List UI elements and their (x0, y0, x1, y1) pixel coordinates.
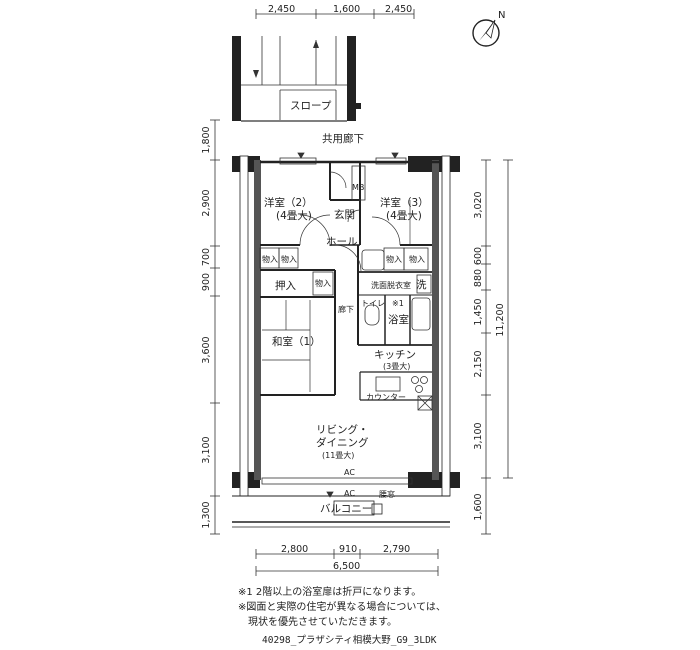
storage-label-3: 物入 (315, 278, 331, 288)
left-dim-3: 700 (201, 248, 212, 266)
bottom-dim-2: 910 (339, 544, 357, 555)
bottom-dimension (255, 549, 439, 576)
right-dim-5: 2,150 (473, 350, 484, 377)
door-swings (299, 171, 401, 272)
top-dim-1: 2,450 (268, 4, 295, 15)
toilet-label: トイレ (361, 299, 385, 308)
mb-label: MB (352, 183, 364, 192)
notes: ※1 2階以上の浴室扉は折戸になります。 ※図面と実際の住宅が異なる場合について… (238, 585, 446, 630)
left-dim-6: 3,100 (201, 436, 212, 463)
bath-label: 浴室 (388, 313, 409, 326)
living-size: (11畳大) (322, 450, 354, 460)
living-label-2: ダイニング (316, 436, 369, 449)
living-label-1: リビング・ (316, 423, 369, 436)
left-dim-4: 900 (201, 273, 212, 291)
storage-label-2: 物入 (281, 254, 297, 264)
kitchen-size: (3畳大) (383, 361, 410, 371)
plan-caption: 40298_プラザシティ相模大野_G9_3LDK (262, 635, 437, 646)
windows (261, 152, 413, 498)
outer-walls (232, 155, 460, 497)
top-dim-3: 2,450 (385, 4, 412, 15)
bottom-dim-total: 6,500 (333, 561, 360, 572)
right-dimension (481, 159, 513, 535)
note-line-3: 現状を優先させていただきます。 (238, 617, 397, 628)
bath-note-mark: ※1 (392, 299, 404, 308)
compass-label: N (498, 10, 505, 21)
left-dim-2: 2,900 (201, 189, 212, 216)
top-dim-2: 1,600 (333, 4, 360, 15)
kitchen-label: キッチン (374, 349, 416, 361)
corridor-label: 廊下 (338, 304, 354, 314)
washer-label: 洗 (416, 279, 427, 291)
note-line-2: ※図面と実際の住宅が異なる場合については、 (238, 602, 446, 613)
slope-label: スロープ (290, 100, 332, 112)
western-room-3-size: (4畳大) (386, 209, 422, 222)
storage-label-1: 物入 (262, 254, 278, 264)
balcony-label: バルコニー (320, 503, 372, 515)
counter-label: カウンター (366, 393, 406, 402)
right-dim-4: 1,450 (473, 298, 484, 325)
oshiire-label: 押入 (275, 279, 296, 292)
right-dim-total: 11,200 (495, 303, 506, 336)
japanese-room-label: 和室（1） (272, 335, 321, 348)
compass-icon (472, 19, 500, 47)
western-room-2-size: (4畳大) (276, 209, 312, 222)
right-dim-1: 3,020 (473, 191, 484, 218)
slope-structure (232, 36, 361, 122)
left-dimension (210, 119, 220, 535)
note-line-1: ※1 2階以上の浴室扉は折戸になります。 (238, 587, 422, 598)
bottom-dim-1: 2,800 (281, 544, 308, 555)
interior-walls (260, 162, 432, 401)
ac-label-1: AC (344, 468, 355, 477)
right-dim-3: 880 (473, 269, 484, 287)
hall-label: ホール (326, 236, 358, 248)
entrance-label: 玄関 (334, 208, 355, 221)
western-room-2-label: 洋室（2） (264, 196, 313, 209)
right-dim-6: 3,100 (473, 422, 484, 449)
tatami-lines (262, 300, 311, 392)
western-room-3-label: 洋室（3） (380, 196, 429, 209)
storage-boxes (259, 165, 433, 411)
shared-corridor-label: 共用廊下 (322, 132, 364, 145)
ac-label-2: AC (344, 489, 355, 498)
washroom-label: 洗面脱衣室 (371, 280, 411, 290)
left-dim-5: 3,600 (201, 336, 212, 363)
balcony-outline (232, 495, 450, 528)
storage-label-4: 物入 (386, 254, 402, 264)
window-label: 腰窓 (379, 489, 395, 499)
right-dim-2: 600 (473, 247, 484, 265)
right-dim-7: 1,600 (473, 493, 484, 520)
left-dim-7: 1,300 (201, 501, 212, 528)
bottom-dim-3: 2,790 (383, 544, 410, 555)
top-dimension (255, 9, 415, 19)
left-dim-1: 1,800 (201, 126, 212, 153)
storage-label-5: 物入 (409, 254, 425, 264)
